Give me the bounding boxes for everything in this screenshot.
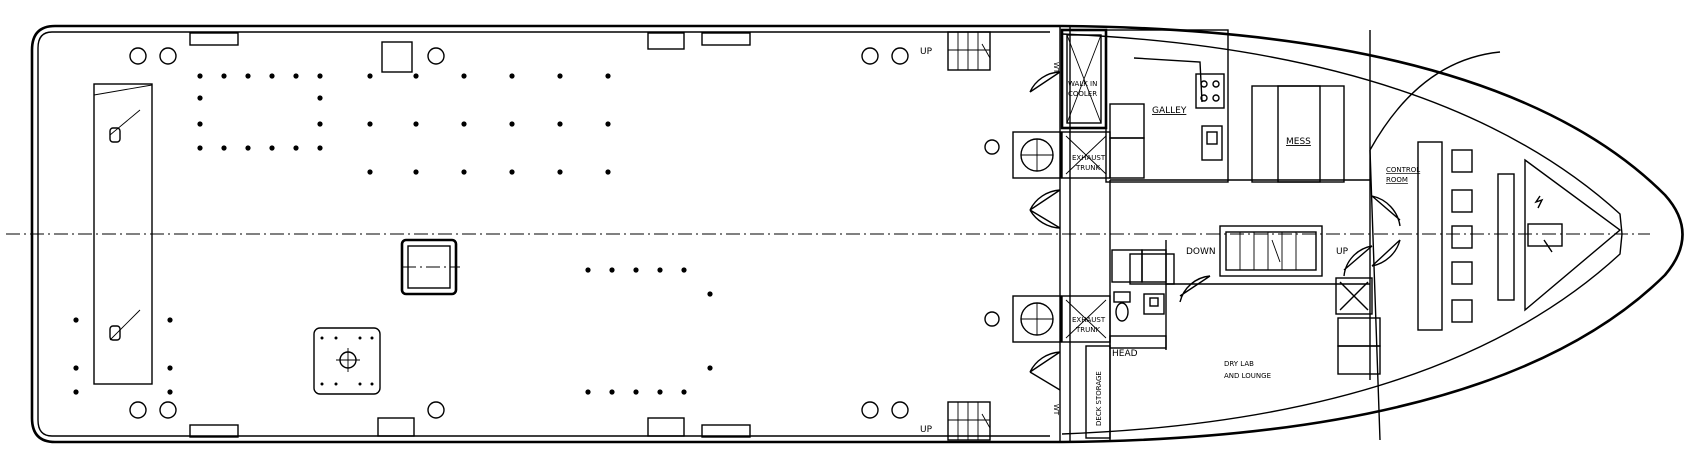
dry-lab-label-1: DRY LAB xyxy=(1224,360,1254,368)
tie-down-socket xyxy=(367,121,373,127)
tie-down-socket xyxy=(509,169,515,175)
tie-down-socket xyxy=(605,73,611,79)
tie-down-socket xyxy=(461,169,467,175)
wt-door-label-starboard: WT xyxy=(1052,404,1060,416)
tie-down-socket xyxy=(657,267,663,273)
tie-down-socket xyxy=(167,365,173,371)
exhaust-trunk-starboard xyxy=(1012,295,1111,343)
wt-door-label-port: WT xyxy=(1052,62,1060,74)
control-room-label-2: ROOM xyxy=(1386,176,1408,184)
tie-down-socket xyxy=(633,267,639,273)
hatch-main xyxy=(400,238,460,296)
tie-down-socket xyxy=(509,73,515,79)
exhaust-label-port-1: EXHAUST xyxy=(1072,154,1106,162)
doors-control-room xyxy=(1179,195,1401,303)
tie-down-socket xyxy=(245,145,251,151)
stair-up-label-centre: UP xyxy=(1336,247,1349,257)
tie-down-socket xyxy=(73,389,79,395)
dry-lab-label-2: AND LOUNGE xyxy=(1224,372,1271,380)
tie-down-socket xyxy=(509,121,515,127)
galley-counters xyxy=(1105,29,1229,183)
tie-down-socket xyxy=(317,73,323,79)
tie-down-socket xyxy=(317,145,323,151)
stair-up-label-starboard: UP xyxy=(920,425,933,435)
tie-down-socket xyxy=(317,95,323,101)
head-fixtures xyxy=(1109,249,1175,349)
stair-up-port xyxy=(947,31,991,71)
winch-plate xyxy=(313,327,381,395)
tie-down-socket xyxy=(167,389,173,395)
doors-aft-bulkhead xyxy=(1029,189,1061,391)
centre-stair xyxy=(1219,225,1323,277)
tie-down-socket xyxy=(461,121,467,127)
tie-down-socket xyxy=(633,389,639,395)
tie-down-socket xyxy=(605,169,611,175)
tie-down-socket xyxy=(557,73,563,79)
walk-in-label-1: WALK IN xyxy=(1068,80,1097,88)
tie-down-socket xyxy=(197,121,203,127)
tie-down-socket xyxy=(605,121,611,127)
tie-down-socket xyxy=(269,73,275,79)
tie-down-socket xyxy=(367,169,373,175)
tie-down-socket xyxy=(73,365,79,371)
fairleads xyxy=(189,32,751,438)
tie-down-socket xyxy=(73,317,79,323)
exhaust-label-stbd-2: TRUNK xyxy=(1075,326,1100,334)
tie-down-socket xyxy=(461,73,467,79)
galley-label: GALLEY xyxy=(1152,106,1187,116)
tie-down-socket xyxy=(197,145,203,151)
wt-door-port xyxy=(1029,71,1061,93)
exhaust-label-stbd-1: EXHAUST xyxy=(1072,316,1106,324)
walk-in-cooler xyxy=(1060,28,1108,130)
tie-down-socket xyxy=(367,73,373,79)
tie-down-socket xyxy=(269,145,275,151)
tie-down-socket xyxy=(557,169,563,175)
head-label: HEAD xyxy=(1112,349,1138,359)
tie-down-socket xyxy=(585,389,591,395)
control-room-console xyxy=(1369,30,1563,380)
mess-table xyxy=(1251,85,1345,183)
tie-down-socket xyxy=(245,73,251,79)
stair-down-label: DOWN xyxy=(1186,247,1216,257)
stair-up-starboard xyxy=(947,401,991,441)
tie-down-socket xyxy=(413,121,419,127)
tie-down-socket xyxy=(707,291,713,297)
exhaust-label-port-2: TRUNK xyxy=(1075,164,1100,172)
stair-up-label-port: UP xyxy=(920,47,933,57)
mess-label: MESS xyxy=(1286,137,1311,147)
tie-down-socket xyxy=(609,267,615,273)
tie-down-socket xyxy=(681,389,687,395)
deck-tie-down-sockets xyxy=(73,73,713,395)
tie-down-socket xyxy=(167,317,173,323)
tie-down-socket xyxy=(293,73,299,79)
walk-in-label-2: COOLER xyxy=(1068,90,1097,98)
tie-down-socket xyxy=(681,267,687,273)
interior-bulkheads xyxy=(1109,179,1370,440)
tie-down-socket xyxy=(317,121,323,127)
tie-down-socket xyxy=(221,73,227,79)
tie-down-socket xyxy=(413,73,419,79)
tie-down-socket xyxy=(707,365,713,371)
dry-lab-furniture xyxy=(1335,277,1381,375)
hatch-small xyxy=(381,41,413,73)
tie-down-socket xyxy=(585,267,591,273)
deck-storage-label: DECK STORAGE xyxy=(1095,371,1103,426)
tie-down-socket xyxy=(657,389,663,395)
tie-down-socket xyxy=(197,95,203,101)
tie-down-socket xyxy=(221,145,227,151)
a-frame-gantry xyxy=(93,83,153,385)
tie-down-socket xyxy=(557,121,563,127)
tie-down-socket xyxy=(609,389,615,395)
tie-down-socket xyxy=(197,73,203,79)
tie-down-socket xyxy=(293,145,299,151)
control-room-label-1: CONTROL xyxy=(1386,166,1420,174)
tie-down-socket xyxy=(413,169,419,175)
bollards xyxy=(129,47,1000,419)
